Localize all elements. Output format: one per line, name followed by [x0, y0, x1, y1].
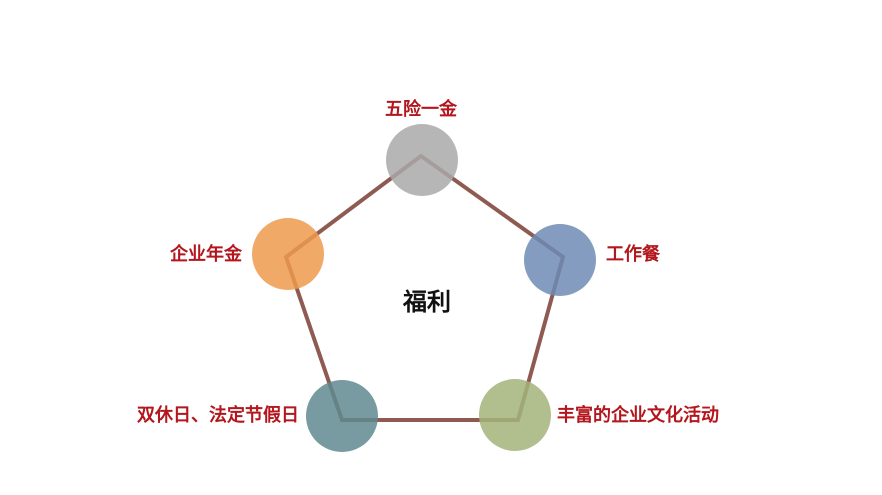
node-circle-left-lower — [306, 380, 378, 452]
center-title: 福利 — [403, 288, 451, 316]
node-circle-right-lower — [479, 379, 551, 451]
node-circle-top — [386, 124, 458, 196]
label-five-insurances: 五险一金 — [385, 99, 457, 120]
label-holidays: 双休日、法定节假日 — [137, 405, 299, 426]
label-enterprise-annuity: 企业年金 — [170, 244, 242, 265]
node-circle-right-upper — [524, 224, 596, 296]
label-work-meal: 工作餐 — [606, 244, 660, 265]
node-circle-left-upper — [252, 218, 324, 290]
label-culture-activities: 丰富的企业文化活动 — [557, 405, 719, 426]
